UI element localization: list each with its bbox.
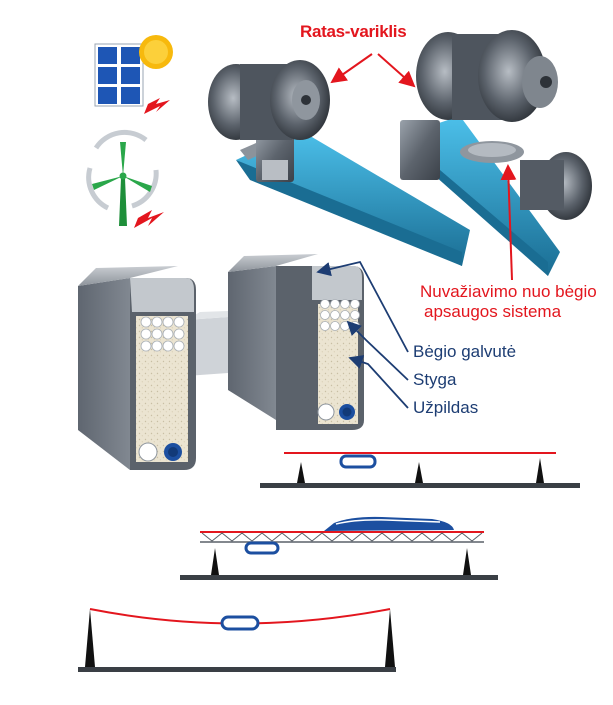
wheel-motor-label: Ratas-variklis xyxy=(300,22,407,41)
transport-pod-1 xyxy=(339,454,377,469)
span-diagram-1 xyxy=(260,452,580,488)
filler-label: Užpildas xyxy=(413,398,479,417)
lightning-icon xyxy=(134,210,164,228)
span-diagram-2 xyxy=(180,516,498,580)
rail-head-label: Bėgio galvutė xyxy=(413,342,517,361)
wheel-motor-right xyxy=(400,30,592,220)
right-rail-block xyxy=(228,254,364,430)
wheel-motor-left xyxy=(208,60,330,182)
train-vehicle xyxy=(324,516,454,531)
recycle-arrows-icon xyxy=(86,129,159,211)
transport-pod-2 xyxy=(244,541,280,555)
truss xyxy=(201,532,483,542)
callout-lines xyxy=(316,260,409,409)
string-label: Styga xyxy=(413,370,457,389)
transport-pod-3 xyxy=(220,615,260,631)
lightning-icon xyxy=(144,98,170,114)
sun-icon xyxy=(139,35,173,69)
rail-cross-section xyxy=(78,254,409,470)
cable-bundle-left xyxy=(140,316,185,352)
derail-protection-label-line2: apsaugos sistema xyxy=(424,302,562,321)
derail-protection-arrow xyxy=(500,164,517,281)
solar-panel-icon xyxy=(94,43,144,107)
span-diagram-3 xyxy=(78,608,396,672)
wind-turbine-icon xyxy=(92,142,152,226)
wheel-motor-arrows xyxy=(330,53,416,88)
derail-protection-label-line1: Nuvažiavimo nuo bėgio xyxy=(420,282,597,301)
left-rail-block xyxy=(78,266,196,470)
